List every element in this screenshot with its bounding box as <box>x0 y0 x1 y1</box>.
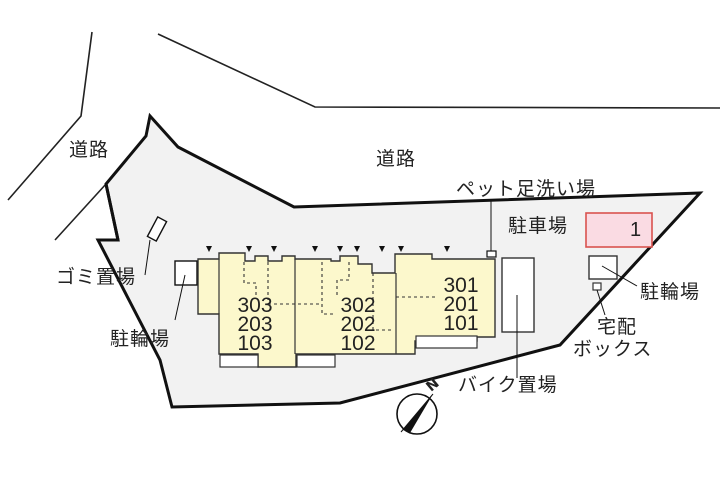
unit-stack-west: 303 203 103 <box>230 294 280 355</box>
parking-label: 駐車場 <box>508 215 569 237</box>
motorbike-parking <box>501 257 535 333</box>
unit-203: 203 <box>237 313 273 336</box>
unit-stack-middle: 302 202 102 <box>333 294 383 355</box>
delivery-box-label-2: ボックス <box>573 338 653 360</box>
unit-303: 303 <box>237 294 273 317</box>
unit-302: 302 <box>340 294 376 317</box>
bicycle-label-east: 駐輪場 <box>640 281 701 303</box>
unit-301: 301 <box>443 274 479 297</box>
unit-103: 103 <box>237 332 273 355</box>
garbage-label: ゴミ置場 <box>56 266 137 288</box>
motorbike-label: バイク置場 <box>458 374 558 396</box>
unit-101: 101 <box>443 312 479 335</box>
parking-space-1 <box>585 212 653 248</box>
pet-wash-label: ペット足洗い場 <box>456 178 597 200</box>
garbage-area <box>146 215 168 243</box>
delivery-box <box>592 282 602 291</box>
delivery-box-label-1: 宅配 <box>597 316 638 338</box>
road-label-north: 道路 <box>376 148 417 170</box>
unit-stack-east: 301 201 101 <box>436 274 486 335</box>
road-edge-north <box>157 33 720 109</box>
unit-102: 102 <box>340 332 376 355</box>
bicycle-parking-east <box>588 255 618 280</box>
entrance-markers <box>206 246 450 252</box>
road-edge-west <box>7 31 93 201</box>
unit-202: 202 <box>340 313 376 336</box>
bicycle-label-west: 駐輪場 <box>110 328 171 350</box>
road-edge-west-inner <box>54 183 107 241</box>
north-compass-icon <box>396 393 438 435</box>
unit-201: 201 <box>443 293 479 316</box>
road-label-west: 道路 <box>69 139 110 161</box>
pet-wash-area <box>486 250 497 258</box>
parking-number: 1 <box>630 219 642 241</box>
bicycle-parking-west <box>174 260 198 286</box>
